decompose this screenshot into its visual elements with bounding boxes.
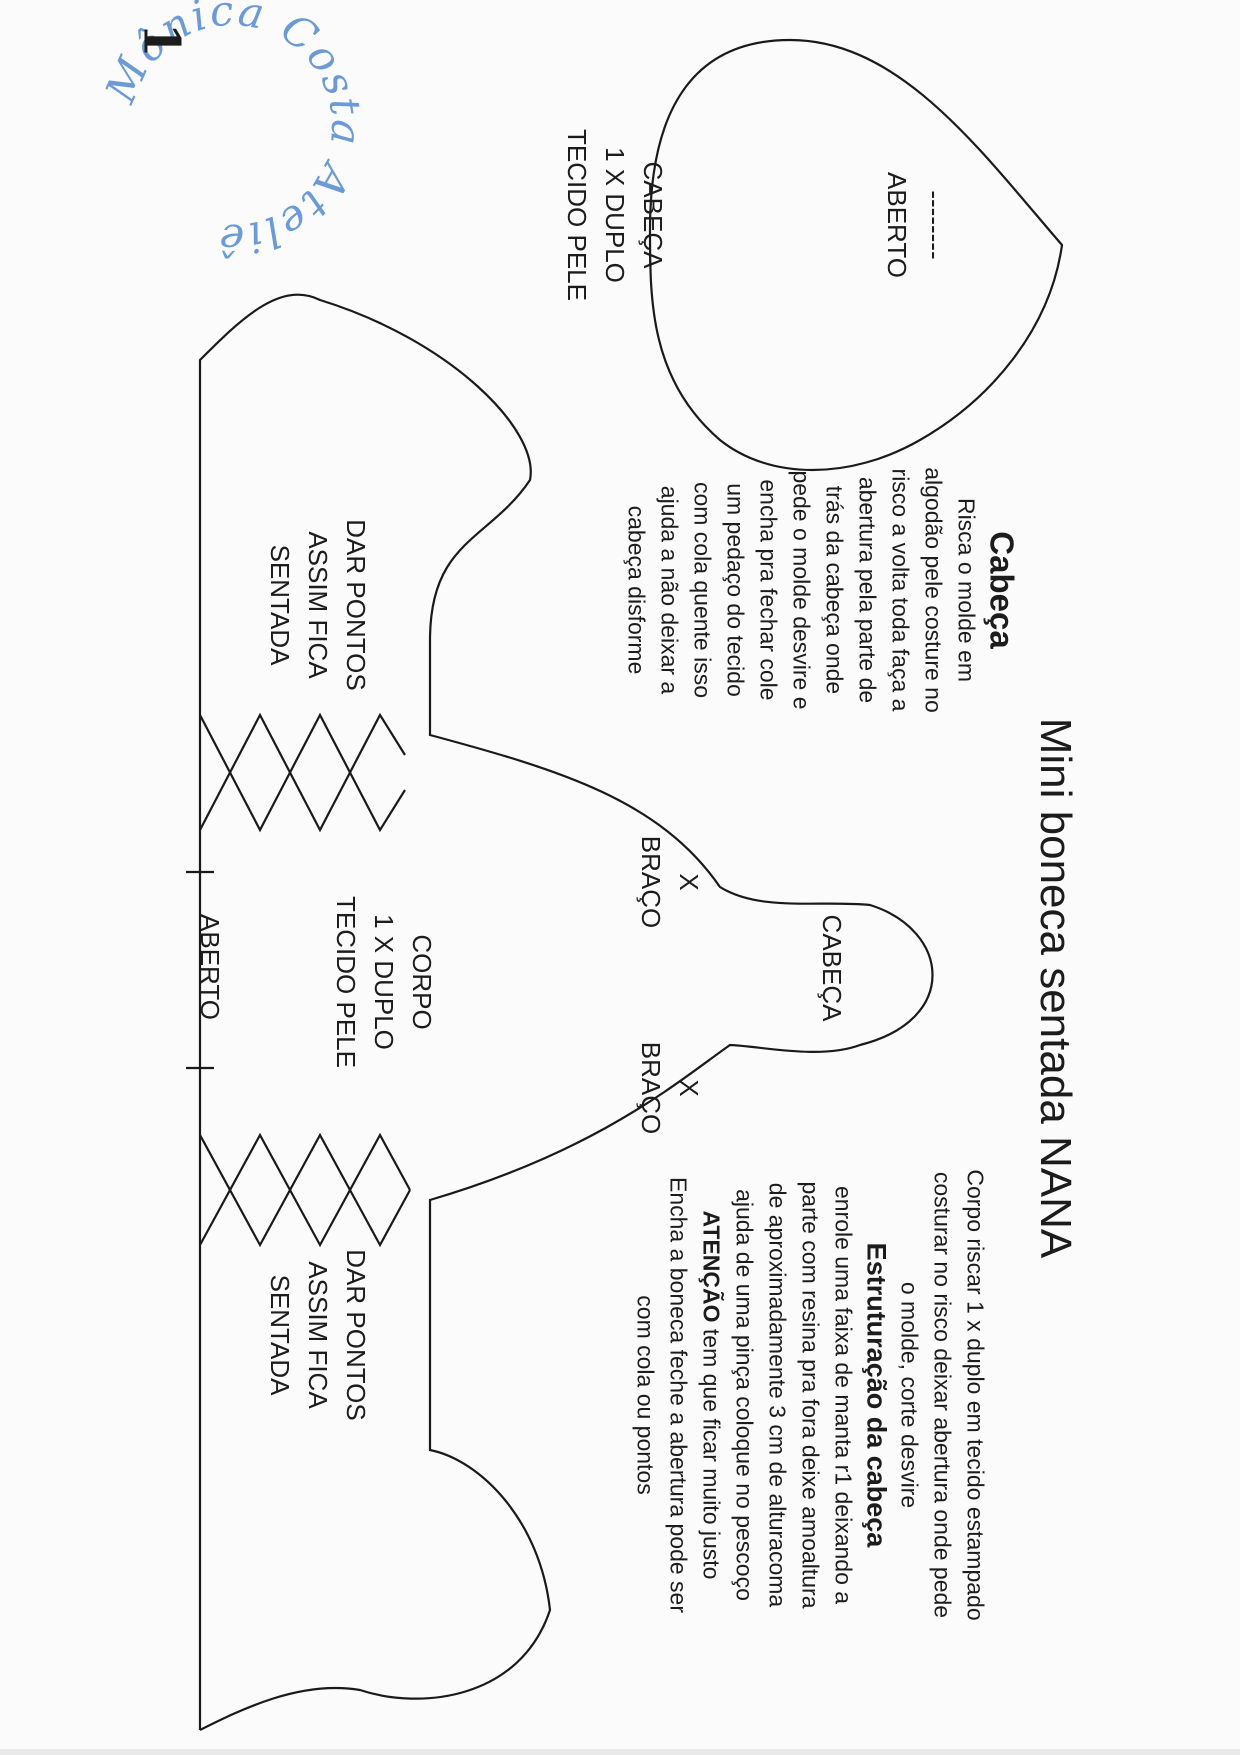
instruction-line: pede o molde desvire e <box>788 470 815 710</box>
head-opening-label: ABERTO <box>882 172 912 278</box>
head-instructions: Cabeça Risca o molde em algodão pele cos… <box>620 467 1021 713</box>
instruction-line: Risca o molde em <box>953 497 980 683</box>
page-number: 1 <box>132 22 192 58</box>
arm-left-marker: X BRAÇO <box>632 836 708 928</box>
instruction-line: o molde, corte desvire <box>896 1281 923 1509</box>
arm-label: BRAÇO <box>636 835 666 929</box>
instruction-line: abertura pela parte de <box>854 476 881 704</box>
structure-heading: Estruturação da cabeça <box>861 1242 892 1548</box>
arm-mark: X <box>674 1079 704 1097</box>
instruction-line: Encha a boneca feche a abertura pode ser <box>665 1176 692 1614</box>
instruction-line: de aproximadamente 3 cm de alturacoma <box>764 1182 791 1608</box>
instruction-line: costurar no risco deixar abertura onde p… <box>929 1171 956 1619</box>
head-label-line: TECIDO PELE <box>562 129 592 301</box>
stitch-note-line: SENTADA <box>265 544 295 666</box>
attention-label: ATENÇÃO <box>698 1210 725 1323</box>
corpo-label-line: 1 X DUPLO <box>369 914 399 1050</box>
head-opening: -------- ABERTO <box>878 172 954 278</box>
head-pattern-label: CABEÇA 1 X DUPLO TECIDO PELE <box>558 129 672 301</box>
instruction-line: com cola ou pontos <box>632 1295 659 1495</box>
arm-label: BRAÇO <box>636 1041 666 1135</box>
corpo-label: CORPO 1 X DUPLO TECIDO PELE <box>327 896 441 1068</box>
attention-text: tem que ficar muito justo <box>698 1322 725 1580</box>
stitch-note-line: DAR PONTOS <box>341 1249 371 1421</box>
arm-right-marker: X BRAÇO <box>632 1042 708 1134</box>
head-label-line: 1 X DUPLO <box>600 147 630 283</box>
instruction-line: ajuda a não deixar a <box>656 485 683 695</box>
stitch-note-right: DAR PONTOS ASSIM FICA SENTADA <box>261 1249 375 1420</box>
stitch-note-line: SENTADA <box>265 1274 295 1396</box>
scan-edge <box>0 1749 1240 1755</box>
instruction-line: enrole uma faixa de manta r1 deixando a <box>830 1185 857 1605</box>
instruction-line: algodão pele costure no <box>920 467 947 713</box>
page-title: Mini boneca sentada NANA <box>1031 717 1080 1259</box>
head-label-line: CABEÇA <box>638 161 668 269</box>
head-pattern-outline <box>648 38 1064 471</box>
stitch-note-line: DAR PONTOS <box>341 519 371 691</box>
corpo-label-line: TECIDO PELE <box>331 896 361 1068</box>
instruction-line: ajuda de uma pinça coloque no pescoço <box>731 1189 758 1601</box>
attention-line: ATENÇÃO tem que ficar muito justo <box>695 1169 728 1620</box>
body-instructions: Corpo riscar 1 x duplo em tecido estampa… <box>629 1169 992 1620</box>
body-pattern-outline <box>198 293 934 1731</box>
stitch-zigzag-left <box>199 712 406 833</box>
instruction-line: com cola quente isso <box>689 481 716 699</box>
stitch-note-line: ASSIM FICA <box>303 531 333 679</box>
body-head-label: CABEÇA <box>817 914 847 1022</box>
instruction-line: um pedaço do tecido <box>722 483 749 697</box>
corpo-label-line: CORPO <box>407 934 437 1030</box>
instruction-line: trás da cabeça onde <box>821 485 848 695</box>
instruction-line: encha pra fechar cole <box>755 479 782 701</box>
instruction-line: Corpo riscar 1 x duplo em tecido estampa… <box>962 1169 989 1621</box>
stitch-note-left: DAR PONTOS ASSIM FICA SENTADA <box>261 519 375 690</box>
instruction-line: cabeça disforme <box>623 505 650 675</box>
stitch-zigzag-right <box>199 1132 411 1248</box>
body-opening-label: ABERTO <box>195 914 225 1020</box>
instruction-line: parte com resina pra fora deixe amoaltur… <box>797 1181 824 1609</box>
head-opening-marker: -------- <box>920 190 950 260</box>
instruction-line: risco a volta toda faça a <box>887 468 914 712</box>
arm-mark: X <box>674 873 704 891</box>
stitch-note-line: ASSIM FICA <box>303 1261 333 1409</box>
head-instructions-heading: Cabeça <box>983 531 1021 649</box>
